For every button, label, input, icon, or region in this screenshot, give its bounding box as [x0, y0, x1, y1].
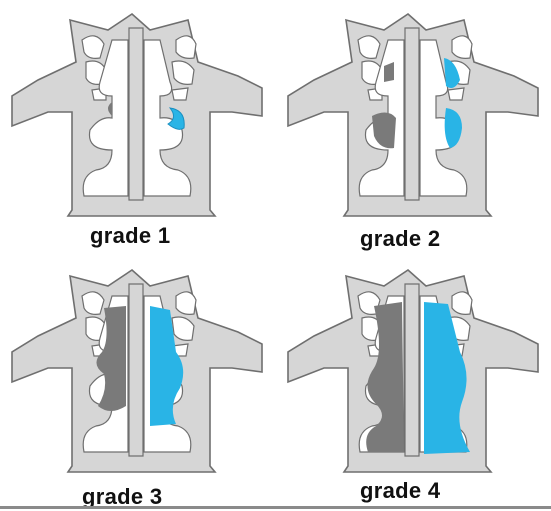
caption-grade-2: grade 2: [360, 226, 440, 252]
sinus-diagram-grade-2: [276, 0, 551, 255]
panel-grade-1: grade 1: [0, 0, 275, 255]
bottom-rule: [0, 506, 551, 509]
caption-grade-4: grade 4: [360, 478, 440, 504]
sinus-diagram-grade-1: [0, 0, 275, 255]
caption-grade-1: grade 1: [90, 223, 170, 249]
panel-grade-2: grade 2: [276, 0, 551, 255]
panel-grade-4: grade 4: [276, 256, 551, 511]
sinus-diagram-grade-4: [276, 256, 551, 511]
sinus-diagram-grade-3: [0, 256, 275, 511]
panel-grade-3: grade 3: [0, 256, 275, 511]
